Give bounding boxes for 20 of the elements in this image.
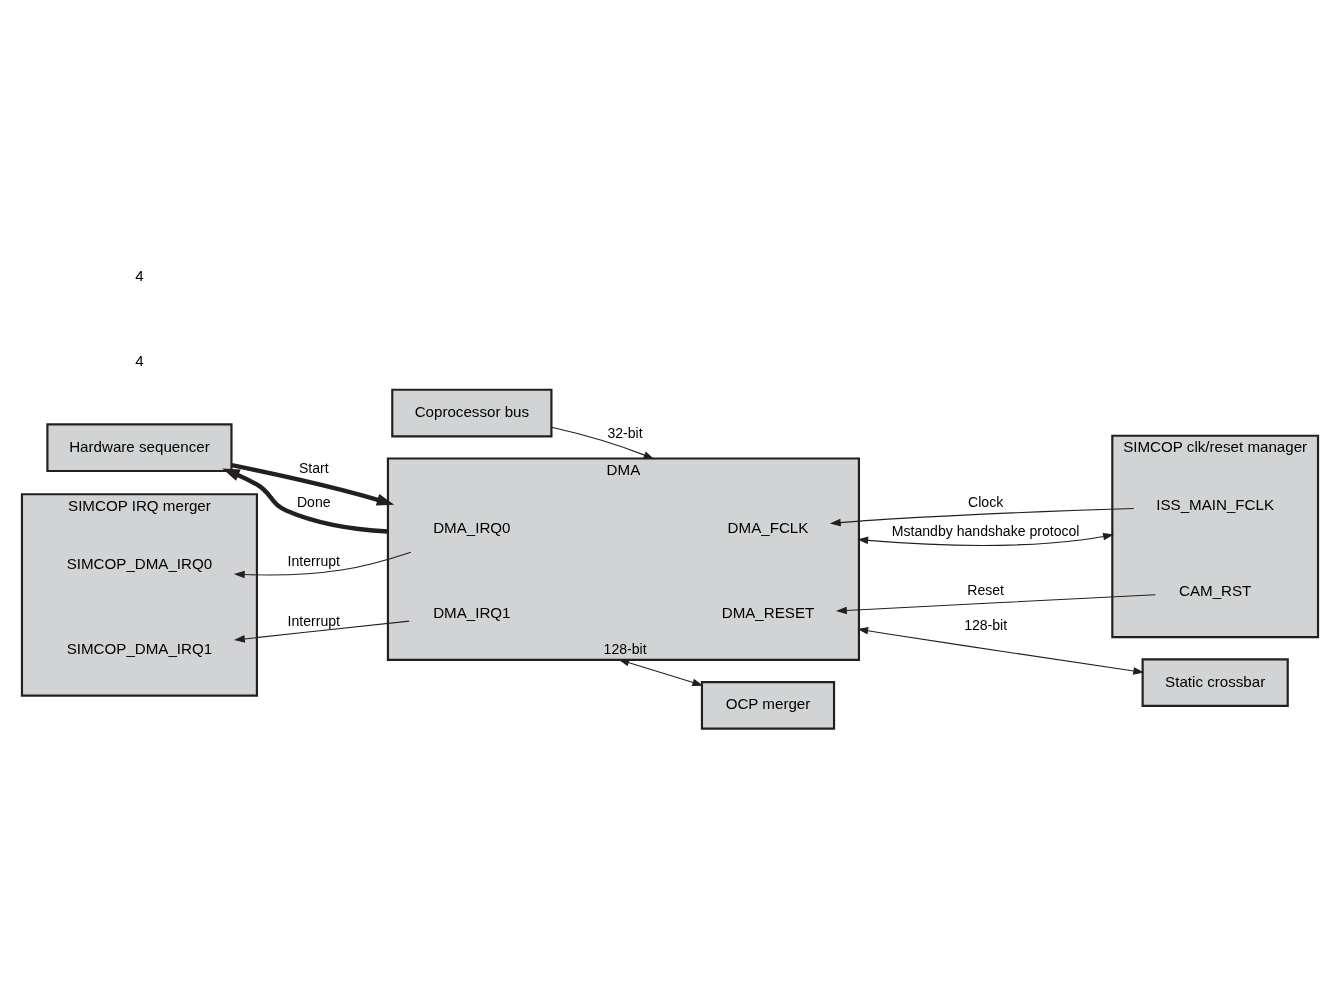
node-text: CAM_RST bbox=[1179, 581, 1252, 599]
edge-label: Mstandby handshake protocol bbox=[891, 522, 1080, 539]
node-text: DMA_IRQ1 bbox=[433, 604, 511, 622]
edge-label: Start bbox=[298, 460, 329, 477]
node-text: DMA_IRQ0 bbox=[433, 518, 511, 536]
edge-label: Interrupt bbox=[287, 553, 340, 570]
edge-label: 128-bit bbox=[964, 617, 1008, 634]
edge-label: 128-bit bbox=[603, 640, 647, 657]
edge-label: Reset bbox=[967, 582, 1004, 599]
node-text: DMA_FCLK bbox=[727, 518, 809, 536]
edge-label: 32-bit bbox=[607, 425, 643, 442]
edge-label: Clock bbox=[968, 493, 1004, 510]
node-text: ISS_MAIN_FCLK bbox=[1156, 496, 1275, 514]
node-text: DMA_RESET bbox=[721, 604, 815, 622]
node-text: SIMCOP_DMA_IRQ0 bbox=[66, 554, 213, 572]
edge-label: Done bbox=[296, 493, 331, 510]
label: 4 bbox=[135, 266, 144, 284]
edge-label: Interrupt bbox=[287, 612, 340, 629]
label: 4 bbox=[135, 352, 144, 370]
node-text: SIMCOP_DMA_IRQ1 bbox=[66, 640, 213, 658]
